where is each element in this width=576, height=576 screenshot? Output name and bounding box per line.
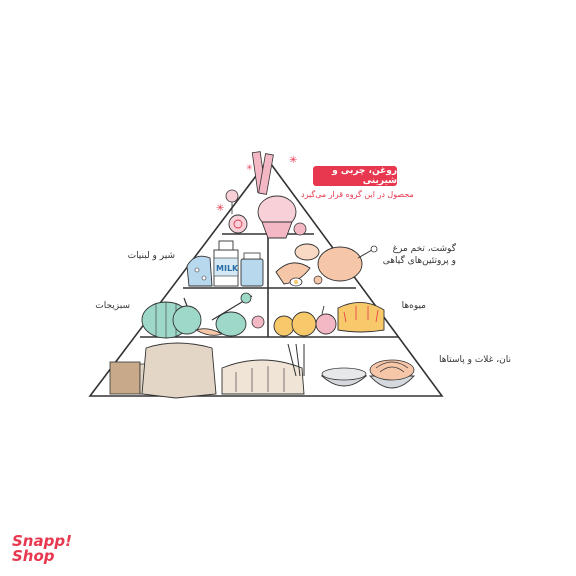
- grains-illustration: [109, 342, 416, 399]
- label-protein-line1: گوشت، تخم مرغ: [392, 244, 456, 254]
- label-grains: نان، غلات و پاستاها: [439, 355, 511, 365]
- svg-text:✳: ✳: [216, 203, 224, 214]
- label-protein: گوشت، تخم مرغ و پروتئین‌های گیاهی: [383, 243, 456, 267]
- label-protein-line2: و پروتئین‌های گیاهی: [382, 256, 456, 266]
- protein-illustration: [275, 243, 378, 287]
- svg-text:✳: ✳: [289, 155, 297, 166]
- snappshop-logo: Snapp! Shop: [12, 534, 72, 564]
- callout-subtitle: محصول در این گروه قرار می‌گیرد: [301, 190, 414, 199]
- fruits-illustration: [273, 302, 385, 337]
- callout-title: روغن، چربی و شیرینی: [313, 166, 397, 186]
- pyramid-outline: [88, 158, 444, 397]
- logo-line2: Shop: [12, 547, 55, 565]
- label-fruits: میوه‌ها: [401, 301, 426, 311]
- dairy-illustration: MILK: [186, 240, 264, 287]
- vegetables-illustration: [141, 292, 265, 339]
- logo-line1: Snapp!: [12, 532, 72, 550]
- svg-text:✳: ✳: [246, 163, 253, 172]
- milk-label: MILK: [216, 264, 239, 273]
- label-dairy: شیر و لبنیات: [127, 251, 175, 261]
- sweets-illustration: ✳ ✳ ✳: [216, 151, 307, 239]
- label-vegetables: سبزیجات: [95, 301, 130, 311]
